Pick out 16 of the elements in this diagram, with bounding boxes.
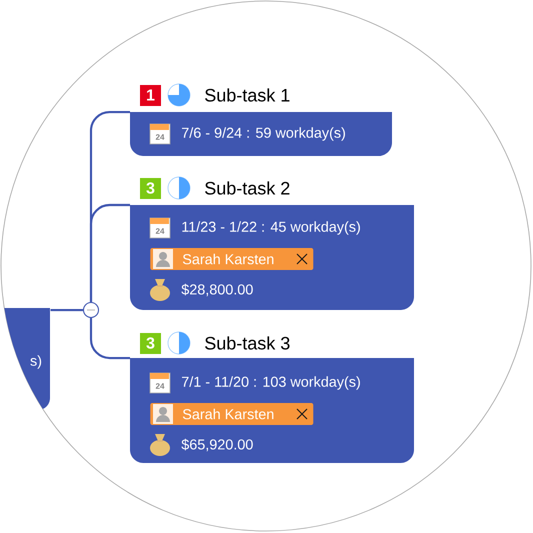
date-range: 11/23 - 1/22 : 45 workday(s) [182, 221, 360, 235]
collapse-button [82, 302, 100, 318]
date-range: 7/6 - 9/24 : 59 workday(s) [182, 127, 345, 141]
task-title: Sub-task 3 [205, 336, 290, 350]
task-title: Sub-task 2 [205, 181, 290, 195]
cost: $65,920.00 [181, 438, 253, 452]
task-box: s) [1, 308, 50, 410]
date-range: 7/1 - 11/20 : 103 workday(s) [182, 376, 360, 390]
priority-badge: 3 [140, 333, 161, 354]
priority-badge: 3 [140, 178, 161, 199]
connector [50, 308, 83, 312]
connector [90, 204, 130, 302]
connector [90, 318, 130, 360]
task-title: Sub-task 1 [205, 88, 290, 102]
cost: $28,800.00 [181, 284, 253, 296]
priority-badge: 1 [140, 85, 161, 106]
